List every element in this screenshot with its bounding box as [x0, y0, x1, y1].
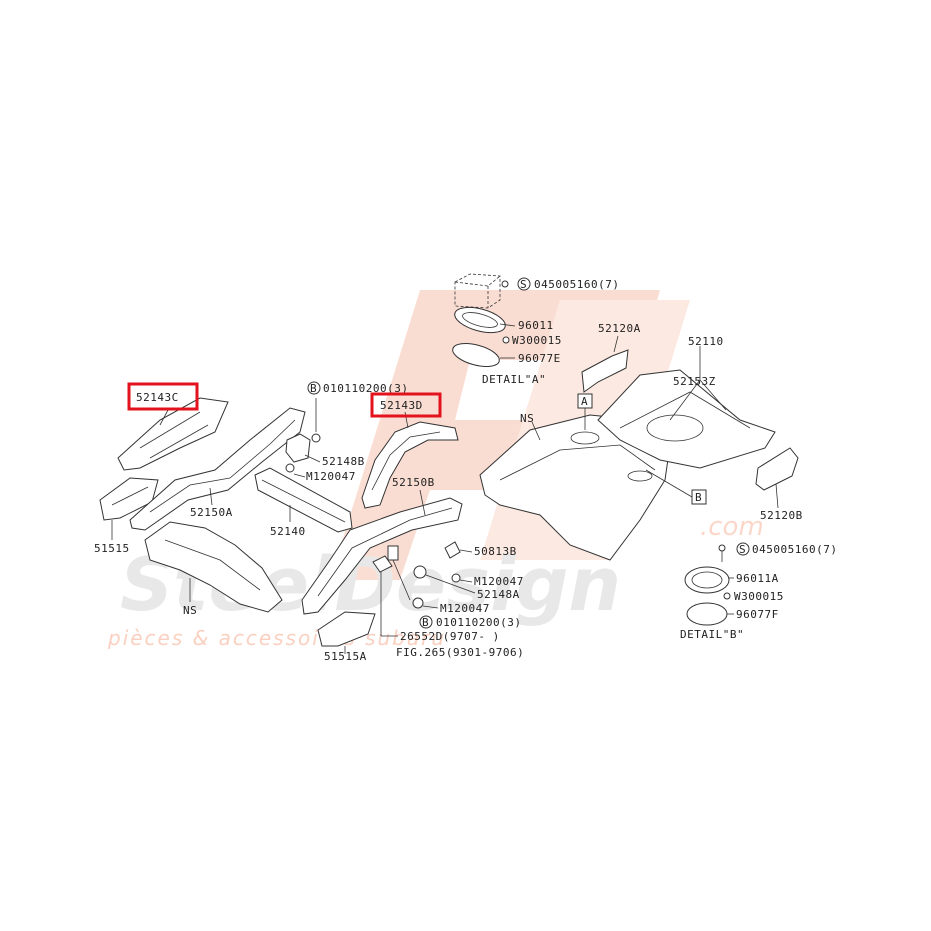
nut-icon-mid	[451, 573, 461, 583]
part-52120B	[755, 447, 799, 509]
part-52140	[254, 467, 353, 533]
callout-a: A	[581, 395, 588, 408]
part-52120A	[581, 335, 629, 393]
detail-b	[684, 544, 734, 626]
label-96011: 96011	[518, 319, 554, 332]
label-52140: 52140	[270, 525, 306, 538]
label-bolt-bottom: 010110200(3)	[436, 616, 521, 629]
part-52150A	[129, 407, 306, 531]
callout-b: B	[695, 491, 702, 504]
label-m120047-b: M120047	[474, 575, 524, 588]
part-ns-right	[479, 414, 671, 561]
label-ns-right: NS	[520, 412, 534, 425]
label-52120B: 52120B	[760, 509, 803, 522]
label-50813B: 50813B	[474, 545, 517, 558]
part-52143C	[117, 397, 229, 471]
label-ns-left: NS	[183, 604, 197, 617]
label-screw-a: 045005160(7)	[534, 278, 619, 291]
label-51515: 51515	[94, 542, 130, 555]
label-52153Z: 52153Z	[673, 375, 716, 388]
part-50813B	[444, 541, 473, 559]
part-52148B	[285, 398, 321, 463]
label-96011A: 96011A	[736, 572, 779, 585]
label-w300015-a: W300015	[512, 334, 562, 347]
clip-icon-b	[723, 592, 731, 600]
b-marker-icon-bottom	[419, 615, 433, 629]
nut-icon-low	[412, 597, 424, 609]
label-52150A: 52150A	[190, 506, 233, 519]
screw-icon-b	[718, 544, 726, 552]
part-51515A	[317, 611, 376, 654]
part-52150B	[301, 489, 463, 615]
label-detail-b: DETAIL"B"	[680, 628, 744, 641]
label-51515A: 51515A	[324, 650, 367, 663]
label-52148A: 52148A	[477, 588, 520, 601]
label-w300015-b: W300015	[734, 590, 784, 603]
label-m120047-a: M120047	[306, 470, 356, 483]
s-marker-icon-a	[517, 277, 531, 291]
watermark-tagline: pièces & accessoires subaru	[107, 626, 446, 650]
label-screw-b: 045005160(7)	[752, 543, 837, 556]
b-marker-top: B	[310, 382, 317, 395]
label-detail-a: DETAIL"A"	[482, 373, 546, 386]
label-96077F: 96077F	[736, 608, 779, 621]
label-52148B: 52148B	[322, 455, 365, 468]
detail-a	[452, 273, 516, 367]
part-52148A	[387, 545, 476, 601]
label-52120A: 52120A	[598, 322, 641, 335]
label-26552D: 26552D(9707- )	[400, 630, 500, 643]
label-m120047-c: M120047	[440, 602, 490, 615]
s-marker-icon-b	[736, 542, 750, 556]
nut-icon	[285, 463, 295, 473]
s-marker-b: S	[739, 543, 746, 556]
part-52110	[597, 346, 776, 469]
bolt-icon	[311, 433, 321, 443]
label-52150B: 52150B	[392, 476, 435, 489]
b-marker-icon	[307, 381, 321, 395]
highlight-52143C	[127, 382, 199, 411]
label-bolt-top: 010110200(3)	[323, 382, 408, 395]
clip-icon	[502, 336, 510, 344]
label-96077E: 96077E	[518, 352, 561, 365]
highlight-52143D	[370, 392, 442, 418]
s-marker-a: S	[520, 278, 527, 291]
b-marker-bottom: B	[422, 616, 429, 629]
screw-icon	[501, 280, 509, 288]
part-ns-left	[144, 521, 283, 613]
label-fig265: FIG.265(9301-9706)	[396, 646, 524, 659]
label-52143D: 52143D	[380, 399, 423, 412]
watermark-domain: .com	[700, 512, 764, 542]
part-26552D	[372, 555, 398, 637]
label-52143C: 52143C	[136, 391, 179, 404]
label-52110: 52110	[688, 335, 724, 348]
